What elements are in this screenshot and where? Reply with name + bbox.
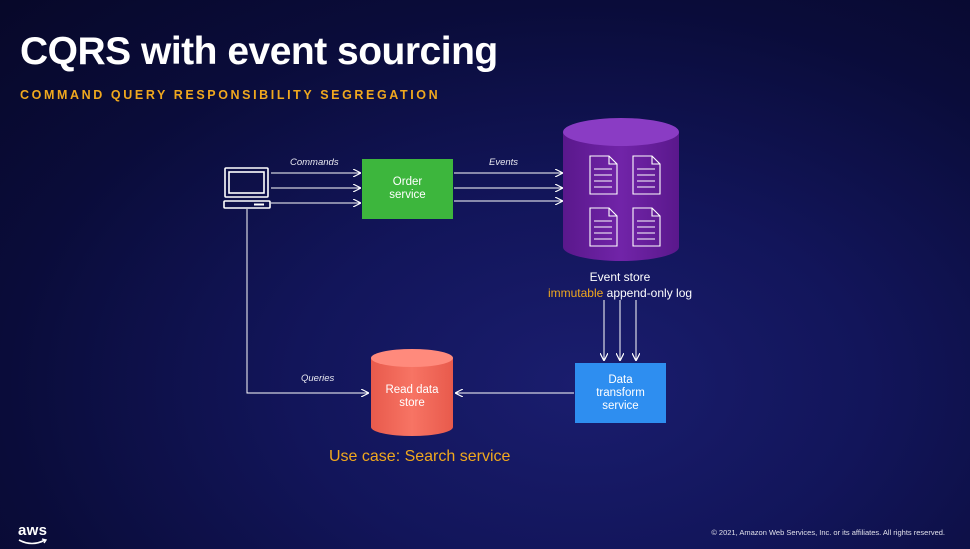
laptop-icon <box>223 167 271 209</box>
commands-label: Commands <box>290 157 339 168</box>
event-store-cylinder <box>563 118 679 261</box>
copyright-notice: © 2021, Amazon Web Services, Inc. or its… <box>711 528 945 537</box>
commands-arrows <box>271 173 360 203</box>
document-icon <box>589 207 618 247</box>
order-service-box: Order service <box>362 159 453 219</box>
event-store-label: Event store <box>589 270 651 284</box>
order-service-line1: Order <box>392 176 423 188</box>
use-case-text: Use case: Search service <box>329 448 511 465</box>
document-icon <box>632 155 661 195</box>
aws-logo-text: aws <box>18 522 48 539</box>
read-store-line1: Read data <box>385 384 439 396</box>
events-arrows <box>454 173 562 201</box>
order-service-line2: service <box>389 189 426 201</box>
slide-subtitle: COMMAND QUERY RESPONSIBILITY SEGREGATION <box>20 88 441 102</box>
read-store-label: Read data store <box>371 384 453 410</box>
read-store-line2: store <box>399 397 425 409</box>
aws-smile-icon <box>18 538 48 545</box>
data-transform-line2: transform <box>596 386 645 399</box>
queries-label: Queries <box>301 373 335 384</box>
queries-arrow <box>246 209 368 393</box>
append-only-text: append-only log <box>603 286 693 300</box>
slide-title: CQRS with event sourcing <box>20 30 498 73</box>
projection-arrows <box>604 300 636 360</box>
read-store-cylinder <box>371 349 453 436</box>
immutable-highlight: immutable <box>547 286 604 300</box>
document-icon <box>589 155 618 195</box>
data-transform-line1: Data <box>608 373 633 386</box>
data-transform-box: Data transform service <box>575 363 666 423</box>
data-transform-line3: service <box>602 399 639 412</box>
document-icon <box>632 207 661 247</box>
aws-logo: aws <box>18 522 48 545</box>
events-label: Events <box>489 157 519 168</box>
event-store-sublabel: immutable append-only log <box>530 286 710 300</box>
